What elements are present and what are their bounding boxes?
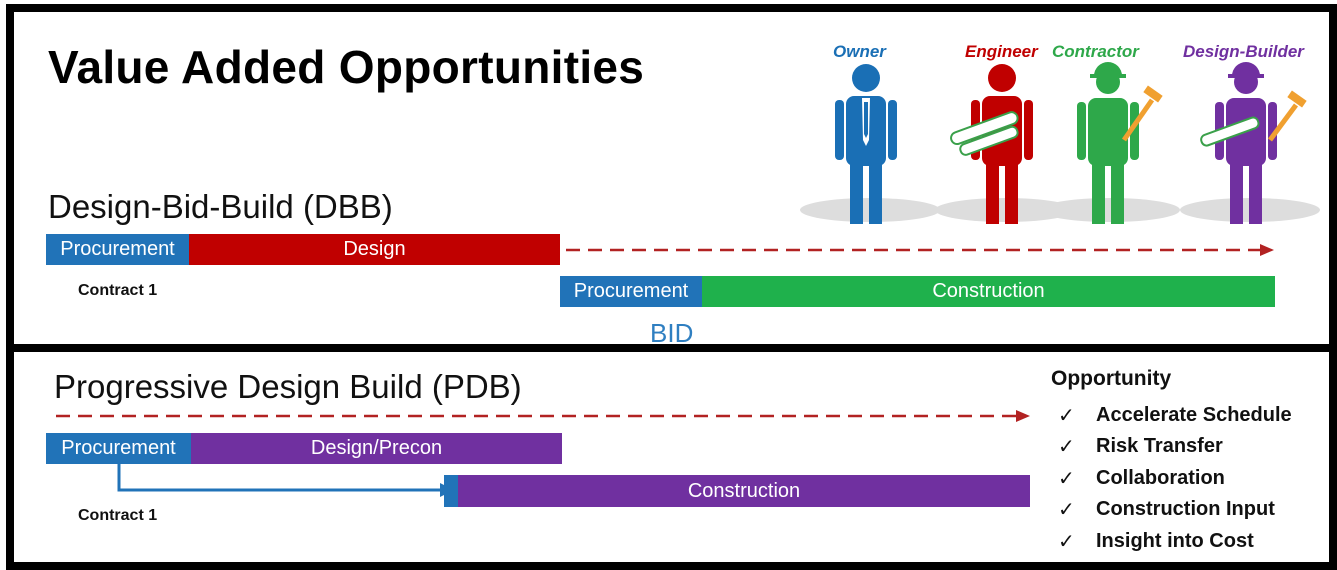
- engineer-figure-icon: [950, 64, 1033, 224]
- dbb-timeline-arrow: [566, 244, 1274, 256]
- dbb-construction-bar: Construction: [702, 276, 1275, 307]
- pdb-timeline-arrow: [56, 410, 1030, 422]
- owner-figure-icon: [835, 64, 897, 224]
- opportunity-title: Opportunity: [1051, 367, 1172, 390]
- pdb-procurement-bar: Procurement: [46, 433, 191, 464]
- page-title: Value Added Opportunities: [48, 41, 645, 93]
- checkmark-icon: ✓: [1058, 405, 1075, 427]
- persona-label-contractor: Contractor: [1052, 42, 1139, 61]
- dbb-heading: Design-Bid-Build (DBB): [48, 188, 393, 225]
- checkmark-icon: ✓: [1058, 499, 1075, 521]
- pdb-contract-label: Contract 1: [78, 507, 158, 524]
- pdb-heading: Progressive Design Build (PDB): [54, 368, 522, 405]
- persona-label-owner: Owner: [833, 42, 886, 61]
- dbb-construction-procurement-bar: Procurement: [560, 276, 702, 307]
- opportunity-item-label: Risk Transfer: [1096, 435, 1223, 457]
- checkmark-icon: ✓: [1058, 531, 1075, 553]
- opportunity-item-label: Insight into Cost: [1096, 530, 1254, 552]
- opportunity-item: ✓ Risk Transfer: [1058, 434, 1223, 459]
- opportunity-item-label: Construction Input: [1096, 498, 1275, 520]
- bid-label: BID: [650, 318, 694, 348]
- dbb-procurement-bar: Procurement: [46, 234, 189, 265]
- pdb-construction-start-marker: [444, 475, 458, 507]
- personas-illustration: [800, 62, 1320, 224]
- opportunity-item-label: Collaboration: [1096, 467, 1225, 489]
- opportunity-item-label: Accelerate Schedule: [1096, 404, 1292, 426]
- checkmark-icon: ✓: [1058, 468, 1075, 490]
- opportunity-item: ✓ Construction Input: [1058, 497, 1275, 522]
- pdb-panel-frame: [6, 344, 1337, 570]
- design-builder-figure-icon: [1200, 62, 1307, 224]
- contractor-figure-icon: [1077, 62, 1163, 224]
- pdb-construction-bar: Construction: [458, 475, 1030, 507]
- opportunity-item: ✓ Accelerate Schedule: [1058, 403, 1292, 428]
- dbb-design-bar: Design: [189, 234, 560, 265]
- opportunity-item: ✓ Collaboration: [1058, 466, 1225, 491]
- pdb-design-precon-bar: Design/Precon: [191, 433, 562, 464]
- persona-label-design-builder: Design-Builder: [1183, 42, 1304, 61]
- persona-label-engineer: Engineer: [965, 42, 1038, 61]
- pdb-flow-arrow: [117, 462, 454, 497]
- opportunity-item: ✓ Insight into Cost: [1058, 529, 1254, 554]
- checkmark-icon: ✓: [1058, 436, 1075, 458]
- dbb-contract-label: Contract 1: [78, 282, 158, 299]
